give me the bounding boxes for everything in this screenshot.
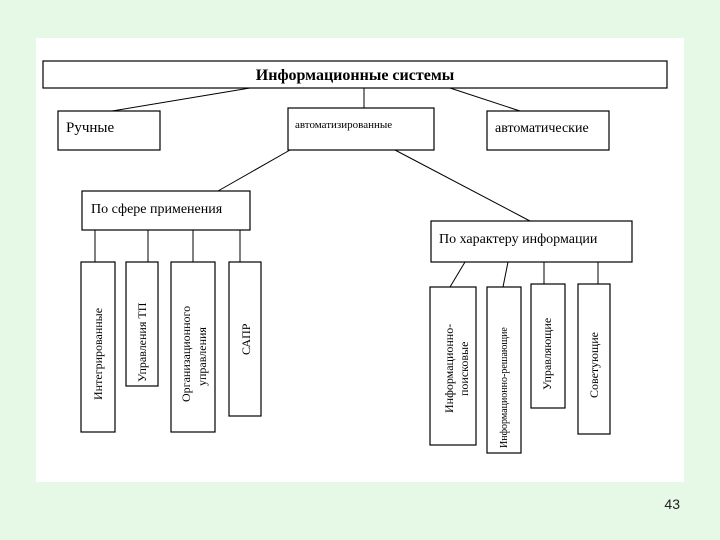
- automatic-label: автоматические: [495, 121, 589, 136]
- by-scope-label: По сфере применения: [91, 202, 223, 217]
- automated-label: автоматизированные: [295, 119, 392, 131]
- manual-box: [57, 110, 161, 151]
- connector-info-2: [502, 261, 509, 288]
- manual-label: Ручные: [66, 120, 114, 136]
- scope-item-cad: САПР: [239, 323, 253, 355]
- by-info-label: По характеру информации: [439, 232, 598, 247]
- by-info-box: [430, 220, 633, 263]
- connector-info-1: [449, 261, 466, 288]
- scope-item-integrated: Интегрированные: [91, 308, 105, 400]
- scope-item-org-management-line2: управления: [195, 327, 209, 386]
- root-label: Информационные системы: [256, 67, 455, 84]
- info-item-box-4: [577, 283, 611, 435]
- scope-item-box-3: [170, 261, 216, 433]
- connector-root-automatic: [449, 87, 521, 112]
- connectors: [94, 87, 599, 288]
- automated-box: [287, 107, 435, 151]
- info-item-controlling: Управляющие: [540, 318, 554, 390]
- scope-item-tp-control: Управления ТП: [135, 302, 149, 382]
- info-item-search-line1: Информационно-: [442, 324, 456, 413]
- root-box: [42, 60, 668, 89]
- info-item-decision: Информационно-решающие: [499, 327, 510, 448]
- connector-automated-info: [394, 149, 531, 222]
- info-item-search-line2: поисковые: [457, 342, 471, 396]
- scope-item-box-1: [80, 261, 116, 433]
- by-scope-box: [81, 190, 251, 231]
- connector-root-manual: [111, 87, 251, 112]
- connector-automated-scope: [217, 149, 291, 192]
- scope-item-org-management-line1: Организационного: [179, 306, 193, 402]
- info-item-box-1: [429, 286, 477, 446]
- scope-item-box-2: [125, 261, 159, 387]
- automatic-box: [486, 110, 610, 151]
- info-item-box-2: [486, 286, 522, 454]
- info-item-advisory: Советующие: [587, 332, 601, 398]
- page-number: 43: [664, 496, 680, 512]
- scope-item-box-4: [228, 261, 262, 417]
- info-item-box-3: [530, 283, 566, 409]
